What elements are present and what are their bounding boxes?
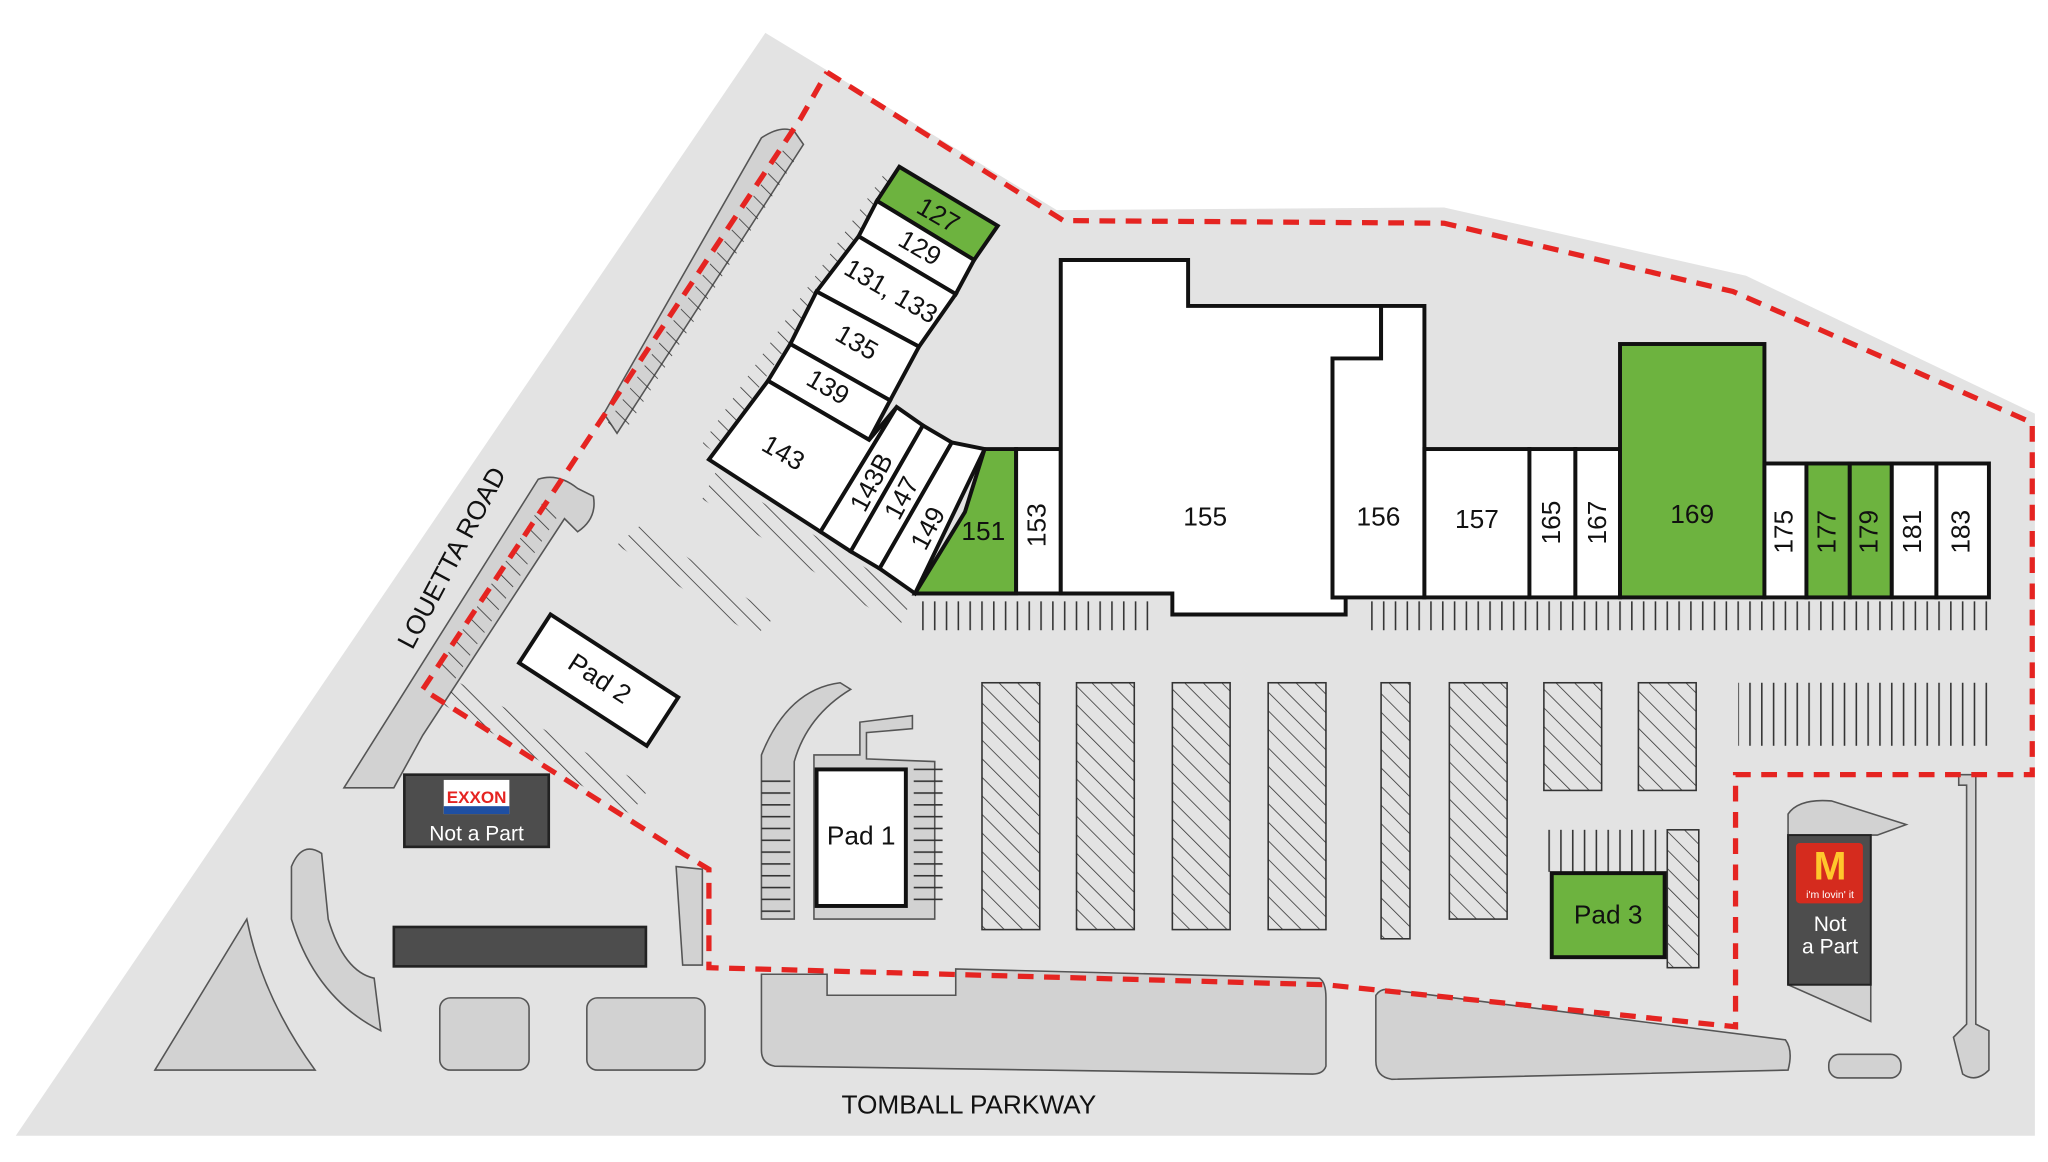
unit-179-label: 179 xyxy=(1854,510,1884,554)
unit-177-label: 177 xyxy=(1812,510,1842,554)
unit-157[interactable] xyxy=(1422,447,1532,600)
unit-156-label: 156 xyxy=(1357,502,1401,532)
mcdonalds-logo xyxy=(1795,842,1863,904)
mcdonalds-tagline: i'm lovin' it xyxy=(1806,889,1854,901)
property-boundary xyxy=(419,69,2035,1030)
unit-175-label: 175 xyxy=(1768,510,1798,554)
parking-areas xyxy=(435,147,1988,969)
mcdonalds-arches: M xyxy=(1814,845,1847,889)
unit-155-label: 155 xyxy=(1183,502,1227,532)
mcdonalds-a-part: a Part xyxy=(1802,936,1858,959)
unit-153[interactable] xyxy=(1014,447,1063,596)
road-label-tomball: TOMBALL PARKWAY xyxy=(841,1089,1096,1119)
angled-strip: 127 129 131, 133 135 139 143 143B 147 14… xyxy=(706,164,1001,597)
pad-2[interactable] xyxy=(516,611,681,749)
pad-3-label: Pad 3 xyxy=(1574,899,1643,929)
unit-151[interactable] xyxy=(911,447,1019,596)
unit-156[interactable] xyxy=(1330,303,1427,600)
unit-169[interactable] xyxy=(1618,342,1767,600)
unit-183[interactable] xyxy=(1934,461,1991,600)
exxon-not-a-part: Not a Part xyxy=(429,823,524,846)
unit-169-label: 169 xyxy=(1670,499,1714,529)
exxon-parcel: EXXON Not a Part xyxy=(403,773,551,849)
pad-3[interactable] xyxy=(1549,871,1667,960)
pad-1-label: Pad 1 xyxy=(827,821,896,851)
unit-175[interactable] xyxy=(1762,461,1809,600)
unit-165-label: 165 xyxy=(1536,501,1566,545)
unit-183-label: 183 xyxy=(1946,510,1976,554)
not-a-part-building xyxy=(392,925,648,968)
exxon-brand: EXXON xyxy=(447,788,507,807)
mcdonalds-not: Not xyxy=(1814,913,1847,936)
pads: Pad 1 Pad 2 Pad 3 xyxy=(516,611,1667,960)
unit-167-label: 167 xyxy=(1582,501,1612,545)
pad-1[interactable] xyxy=(814,767,908,908)
unit-151-label: 151 xyxy=(961,516,1005,546)
unit-181-label: 181 xyxy=(1897,510,1927,554)
unit-153-label: 153 xyxy=(1021,503,1051,547)
unit-157-label: 157 xyxy=(1455,504,1499,534)
mcdonalds-parcel: M i'm lovin' it Not a Part xyxy=(1787,834,1872,986)
main-building: 151 153 155 156 157 165 167 169 175 177 … xyxy=(911,258,1991,617)
